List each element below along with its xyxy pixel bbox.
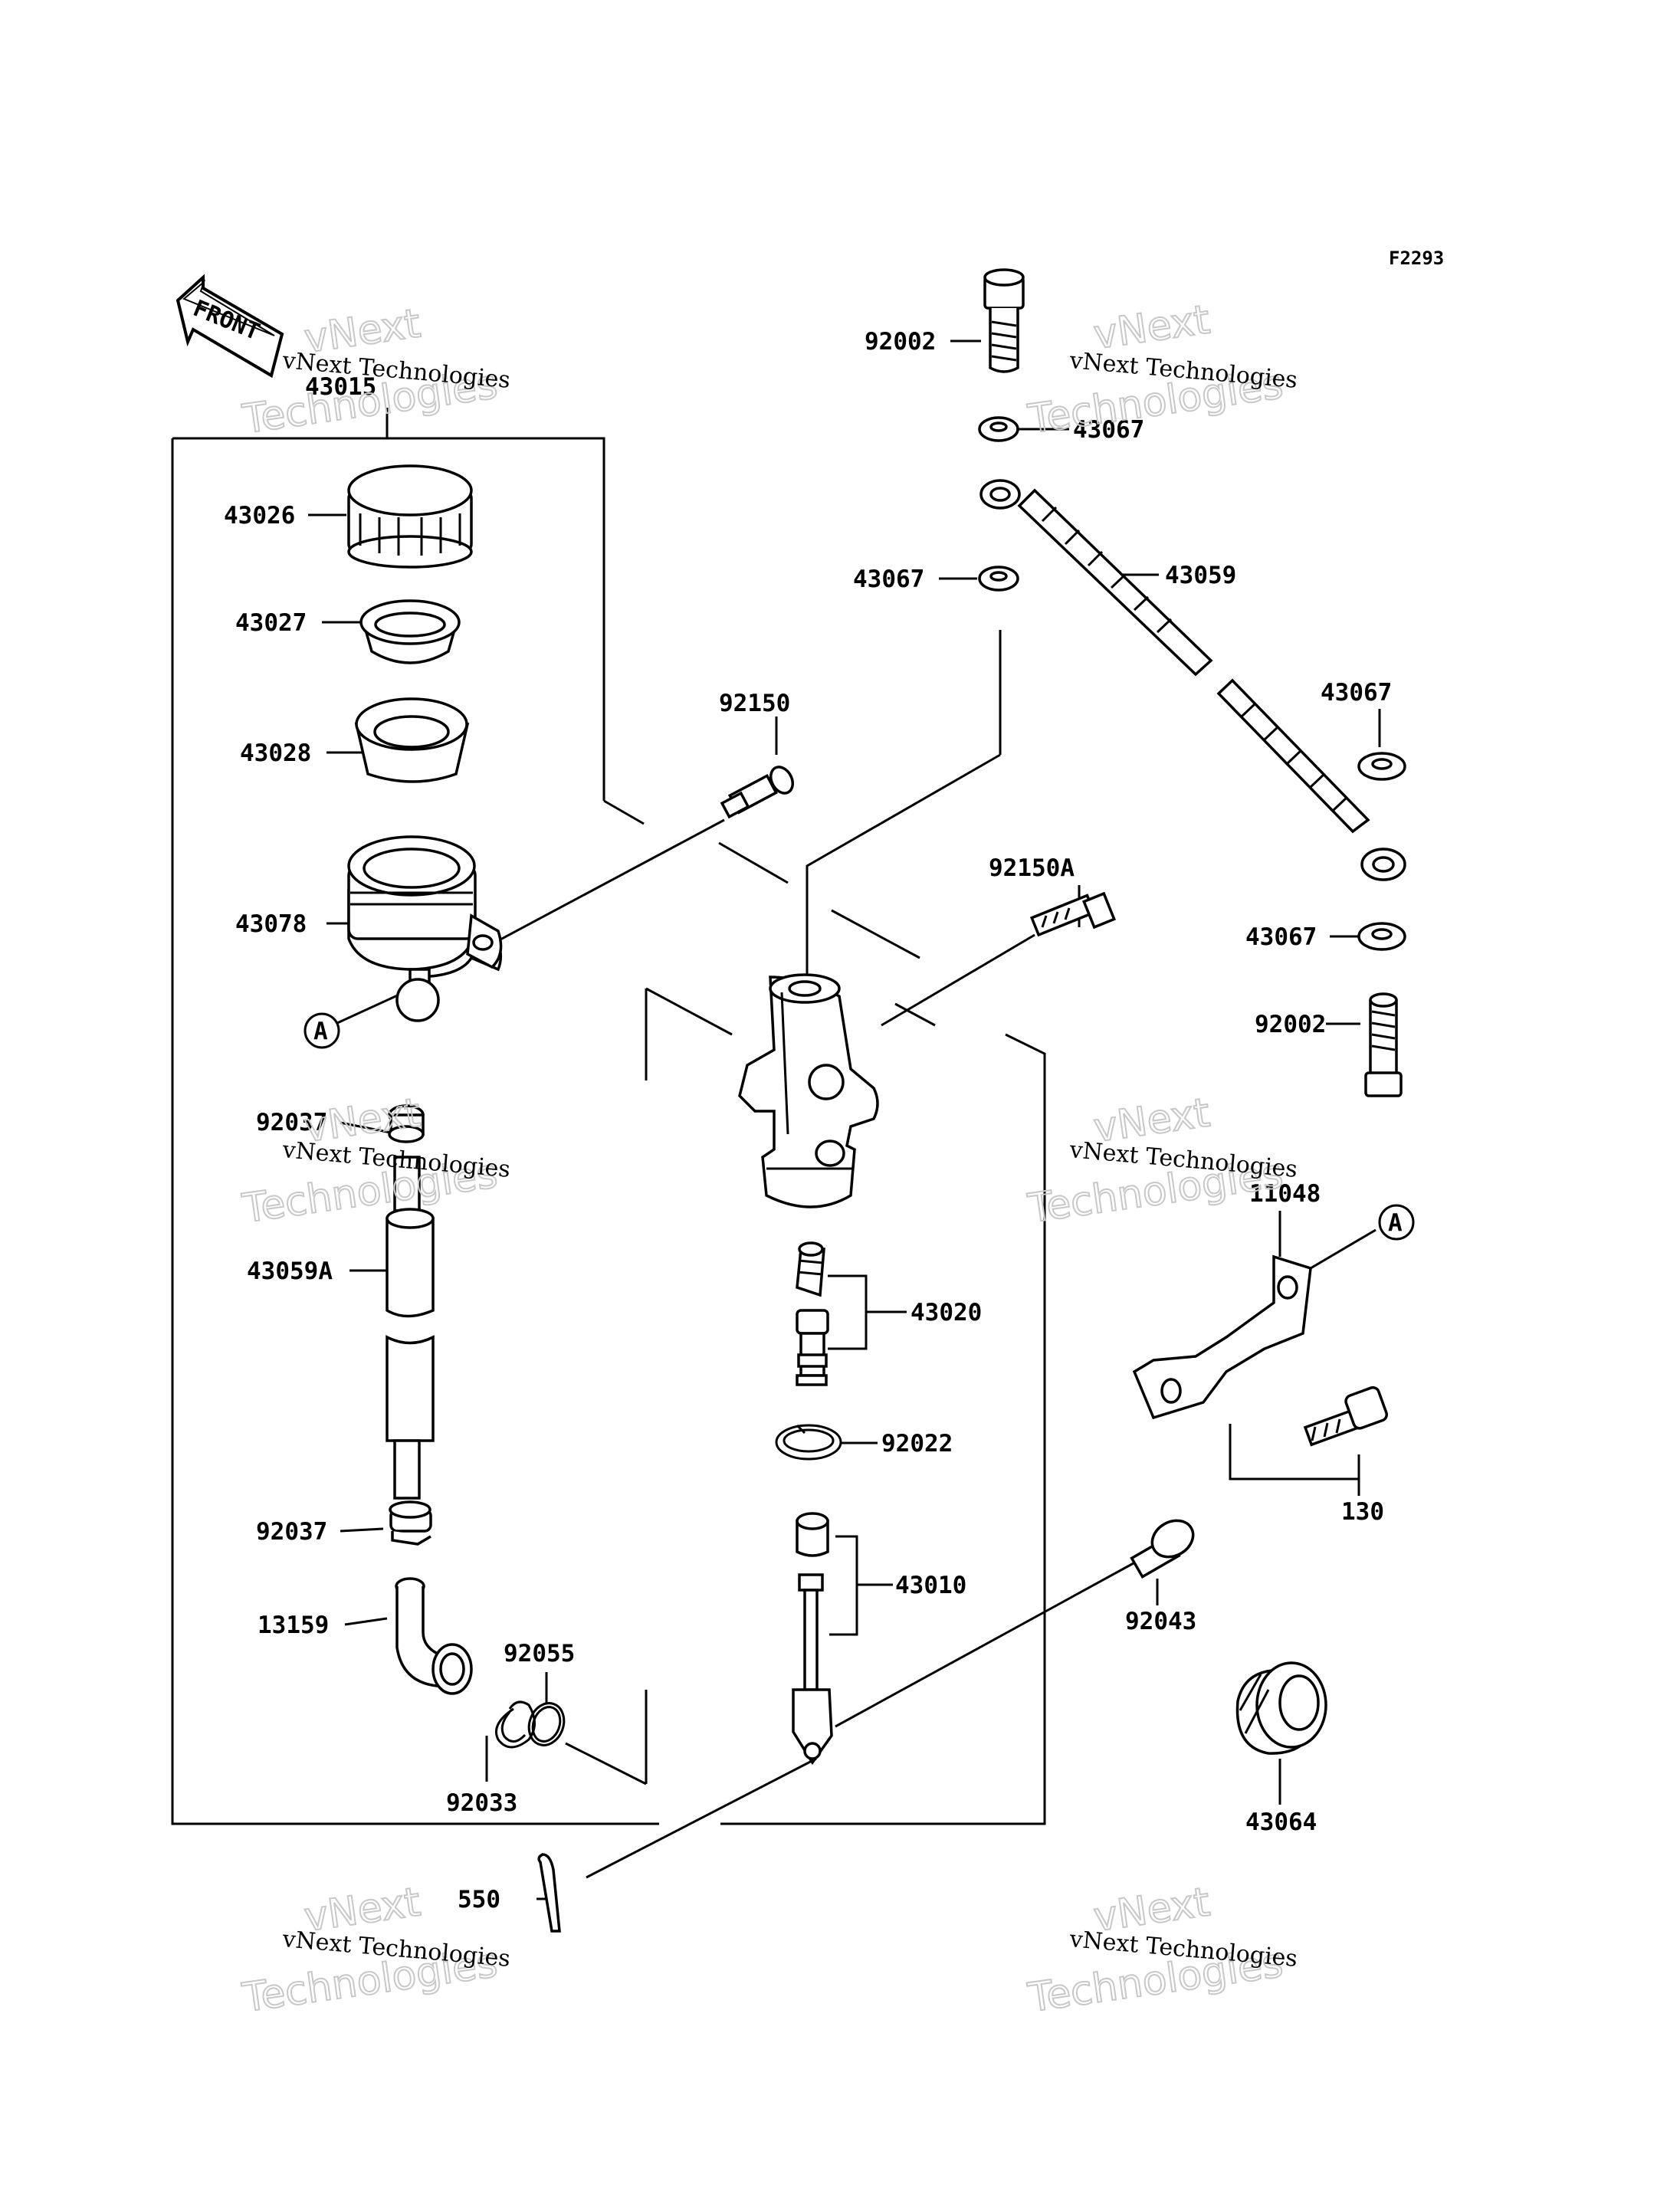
part-drawing-43067c — [1357, 752, 1406, 781]
label-43027: 43027 — [235, 609, 307, 637]
diagram-code: F2293 — [1389, 248, 1444, 269]
part-labels: 43015 43026 43027 43028 43078 92037 4305… — [224, 328, 1392, 1913]
label-92055: 92055 — [504, 1640, 575, 1667]
label-11048: 11048 — [1249, 1180, 1321, 1208]
part-drawing-550 — [537, 1853, 561, 1933]
label-43059: 43059 — [1165, 562, 1236, 589]
callout-a-left-label: A — [313, 1018, 328, 1045]
label-43067c: 43067 — [1321, 679, 1392, 707]
label-43064: 43064 — [1245, 1808, 1317, 1836]
label-92033: 92033 — [446, 1789, 517, 1817]
part-drawing-92150a — [1029, 891, 1117, 937]
watermark-big-2a: vNext — [1091, 297, 1212, 359]
label-92002b: 92002 — [1255, 1011, 1326, 1038]
part-drawing-43064 — [1235, 1661, 1327, 1755]
label-43015: 43015 — [305, 373, 376, 401]
part-drawing-master-cylinder — [738, 973, 879, 1208]
part-drawing-43027 — [359, 599, 461, 664]
label-92037b: 92037 — [256, 1518, 327, 1546]
part-drawing-92002b — [1364, 992, 1403, 1097]
part-drawing-43067b — [978, 566, 1019, 592]
part-drawing-11048 — [1132, 1254, 1312, 1420]
label-92037a: 92037 — [256, 1109, 327, 1136]
label-43067a: 43067 — [1073, 416, 1144, 444]
label-43026: 43026 — [224, 502, 295, 530]
label-92150a: 92150A — [989, 854, 1075, 882]
part-drawing-92022 — [775, 1424, 842, 1461]
assembly-frame-left — [171, 408, 1046, 1825]
part-drawing-43059a — [386, 1156, 435, 1500]
part-drawing-43026 — [347, 464, 473, 569]
part-drawing-43010 — [792, 1512, 833, 1766]
part-drawing-43020 — [796, 1241, 829, 1386]
callout-a-left: A — [304, 1012, 340, 1049]
part-drawing-43067a — [978, 416, 1019, 442]
part-drawing-92043 — [1130, 1519, 1195, 1579]
label-43028: 43028 — [240, 739, 311, 767]
label-92002a: 92002 — [865, 328, 936, 356]
label-92043: 92043 — [1125, 1608, 1196, 1635]
watermark-6: vNext Technologies vNext Technologies — [1024, 1878, 1298, 2022]
part-drawing-43067d — [1357, 922, 1406, 951]
part-drawing-92055 — [527, 1702, 566, 1746]
label-43067b: 43067 — [853, 566, 924, 593]
part-drawing-43078 — [347, 835, 503, 1022]
callout-a-right: A — [1378, 1204, 1415, 1241]
watermark-1: vNext Technologies vNext Technologies — [238, 300, 511, 444]
label-130: 130 — [1341, 1498, 1384, 1526]
part-drawing-43028 — [354, 697, 470, 783]
label-43067d: 43067 — [1245, 923, 1317, 951]
callout-a-right-label: A — [1388, 1209, 1403, 1237]
part-drawing-130 — [1303, 1385, 1388, 1447]
watermark-4: vNext Technologies vNext Technologies — [1024, 1089, 1298, 1233]
label-43059a: 43059A — [247, 1258, 333, 1285]
part-drawing-92037a — [388, 1104, 425, 1143]
part-drawing-43059 — [979, 479, 1406, 881]
label-43020: 43020 — [911, 1299, 982, 1326]
part-drawing-92033 — [495, 1700, 536, 1749]
front-arrow: FRONT — [176, 274, 284, 379]
label-43078: 43078 — [235, 910, 307, 938]
watermark-2: vNext Technologies vNext Technologies — [1024, 296, 1298, 444]
part-drawing-92002a — [983, 268, 1025, 373]
label-92022: 92022 — [881, 1430, 953, 1458]
part-drawing-13159 — [395, 1577, 473, 1695]
label-550: 550 — [458, 1886, 500, 1913]
part-drawing-92037b — [389, 1500, 432, 1546]
label-13159: 13159 — [258, 1612, 329, 1639]
label-43010: 43010 — [895, 1572, 966, 1599]
label-92150: 92150 — [719, 690, 790, 717]
part-drawing-92150 — [720, 766, 795, 819]
